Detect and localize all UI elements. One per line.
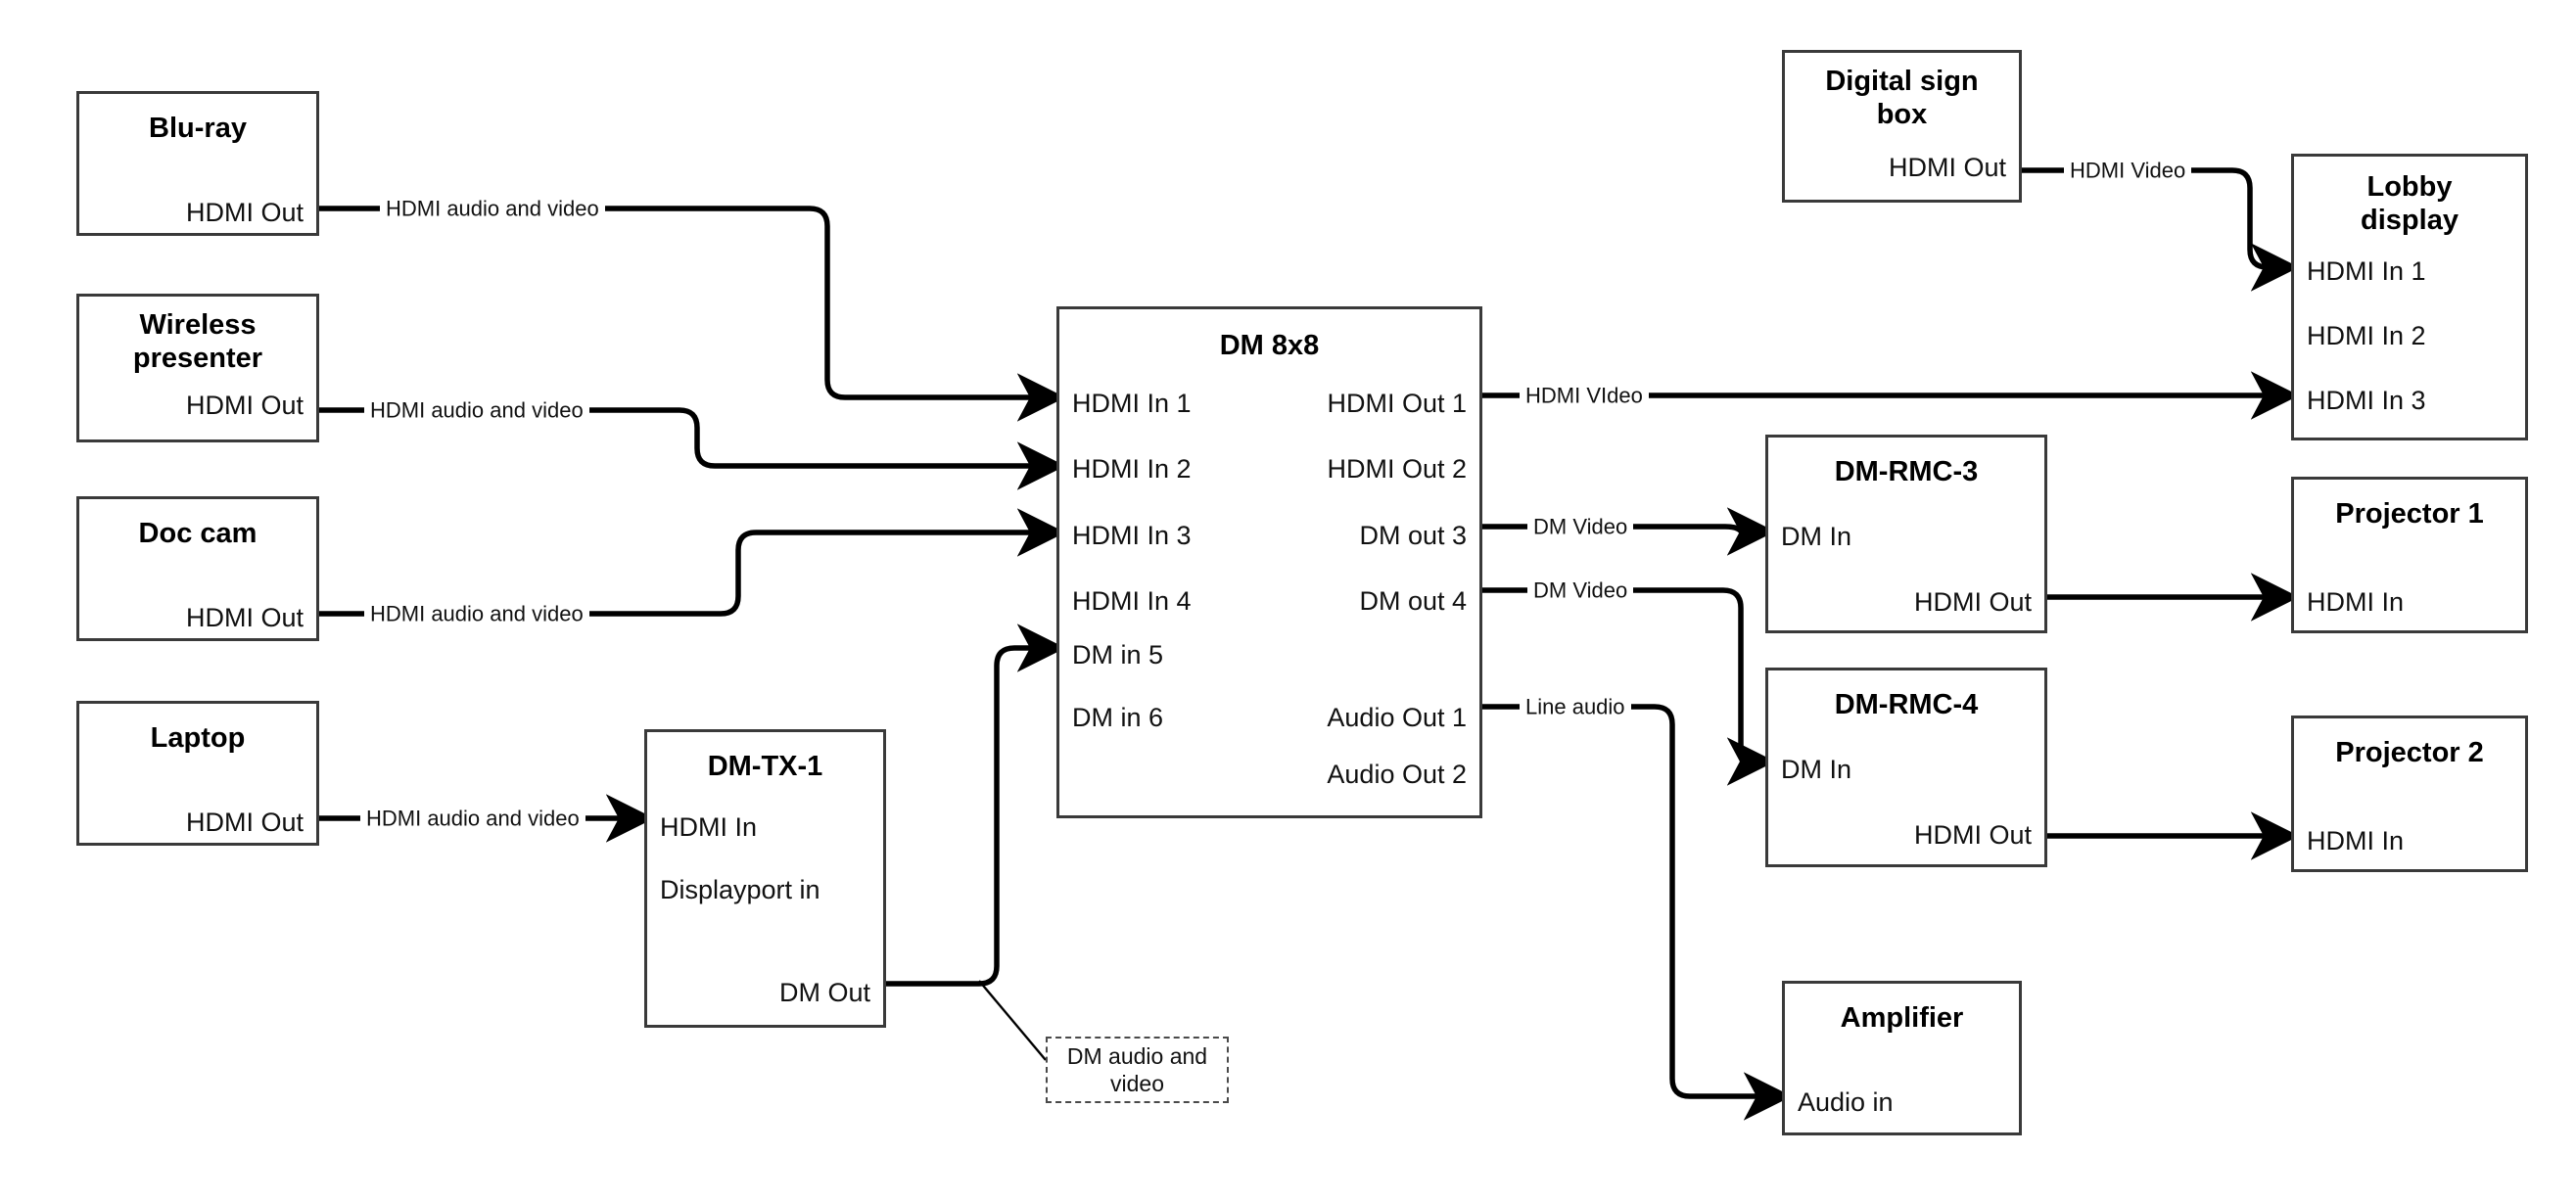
wire-label-wireless: HDMI audio and video xyxy=(364,398,589,422)
node-lobby-display-title: Lobby display xyxy=(2294,170,2525,237)
node-dm-8x8-port-hdmi-in-2: HDMI In 2 xyxy=(1072,454,1192,484)
node-dm-8x8-port-dm-in-6: DM in 6 xyxy=(1072,703,1164,732)
node-dm-tx-1-port-dm-out: DM Out xyxy=(778,978,870,1007)
node-wireless-presenter-title-line2: presenter xyxy=(132,343,263,375)
node-dm-tx-1-port-hdmi-in: HDMI In xyxy=(660,812,758,842)
node-dm-rmc-4-title: DM-RMC-4 xyxy=(1834,689,1979,720)
node-laptop[interactable]: Laptop HDMI Out xyxy=(76,701,319,846)
wire-label-doccam: HDMI audio and video xyxy=(364,602,589,625)
node-doc-cam-title: Doc cam xyxy=(138,518,258,549)
note-dm-audio-and-video: DM audio and video xyxy=(1046,1037,1229,1103)
node-projector-2[interactable]: Projector 2 HDMI In xyxy=(2291,716,2528,872)
node-dm-8x8-port-hdmi-in-4: HDMI In 4 xyxy=(1072,586,1192,616)
wire-dmtx1-to-dm8x8-in5 xyxy=(886,624,1066,987)
node-dm-rmc-4-port-dm-in: DM In xyxy=(1781,755,1852,784)
node-dm-8x8-port-hdmi-in-3: HDMI In 3 xyxy=(1072,521,1192,550)
wire-label-audio-out-1: Line audio xyxy=(1520,695,1631,718)
wire-bluray-to-dm8x8-in1 xyxy=(319,206,1066,422)
wire-label-digital-sign: HDMI Video xyxy=(2064,159,2192,182)
wire-label-dm-out-4: DM Video xyxy=(1527,578,1634,602)
node-dm-8x8-port-hdmi-in-1: HDMI In 1 xyxy=(1072,389,1192,418)
node-dm-8x8-port-audio-out-1: Audio Out 1 xyxy=(1327,703,1467,732)
node-amplifier[interactable]: Amplifier Audio in xyxy=(1782,981,2022,1135)
node-dm-tx-1[interactable]: DM-TX-1 HDMI In Displayport in DM Out xyxy=(644,729,886,1028)
node-digital-sign-box-title-line1: Digital sign xyxy=(1825,66,1979,97)
node-doc-cam-port-hdmi-out: HDMI Out xyxy=(185,603,304,632)
node-bluray[interactable]: Blu-ray HDMI Out xyxy=(76,91,319,236)
node-dm-8x8-port-audio-out-2: Audio Out 2 xyxy=(1327,760,1467,789)
node-dm-8x8-port-dm-out-4: DM out 4 xyxy=(1359,586,1467,616)
wire-dm8x8-out4-to-rmc4 xyxy=(1481,587,1776,786)
node-digital-sign-box[interactable]: Digital sign box HDMI Out xyxy=(1782,50,2022,203)
node-dm-rmc-3-port-hdmi-out: HDMI Out xyxy=(1913,587,2032,617)
node-dm-8x8-title: DM 8x8 xyxy=(1219,330,1320,361)
wire-digitalsign-to-lobby-in1 xyxy=(2021,167,2300,292)
wire-dm8x8-audioout1-to-amplifier xyxy=(1481,704,1793,1121)
node-lobby-display-port-hdmi-in-2: HDMI In 2 xyxy=(2307,321,2426,350)
node-projector-1-title: Projector 1 xyxy=(2335,498,2484,530)
node-lobby-display-port-hdmi-in-3: HDMI In 3 xyxy=(2307,386,2426,415)
node-dm-8x8[interactable]: DM 8x8 HDMI In 1 HDMI In 2 HDMI In 3 HDM… xyxy=(1056,306,1482,818)
node-dm-8x8-port-dm-out-3: DM out 3 xyxy=(1359,521,1467,550)
node-dm-8x8-port-hdmi-out-2: HDMI Out 2 xyxy=(1327,454,1467,484)
wire-label-hdmi-out-1: HDMI VIdeo xyxy=(1520,384,1649,407)
node-digital-sign-box-title-line2: box xyxy=(1876,99,1928,131)
node-laptop-title: Laptop xyxy=(150,722,246,754)
wire-label-bluray: HDMI audio and video xyxy=(380,197,605,220)
node-digital-sign-box-title: Digital sign box xyxy=(1785,65,2019,131)
node-bluray-title: Blu-ray xyxy=(149,113,247,144)
node-wireless-presenter-title-line1: Wireless xyxy=(139,309,257,341)
node-dm-rmc-3-title: DM-RMC-3 xyxy=(1834,456,1979,487)
node-wireless-presenter-title: Wireless presenter xyxy=(79,308,316,375)
leader-line-dm-audio-video xyxy=(978,980,1047,1061)
node-dm-tx-1-port-displayport-in: Displayport in xyxy=(660,875,820,904)
node-amplifier-title: Amplifier xyxy=(1840,1002,1964,1034)
node-lobby-display-title-line2: display xyxy=(2361,205,2459,237)
node-lobby-display-port-hdmi-in-1: HDMI In 1 xyxy=(2307,256,2426,286)
node-projector-1-port-hdmi-in: HDMI In xyxy=(2307,587,2405,617)
node-laptop-port-hdmi-out: HDMI Out xyxy=(185,808,304,837)
node-wireless-presenter[interactable]: Wireless presenter HDMI Out xyxy=(76,294,319,442)
node-lobby-display[interactable]: Lobby display HDMI In 1 HDMI In 2 HDMI I… xyxy=(2291,154,2528,440)
node-lobby-display-title-line1: Lobby xyxy=(2366,171,2453,203)
node-projector-1[interactable]: Projector 1 HDMI In xyxy=(2291,477,2528,633)
node-projector-2-title: Projector 2 xyxy=(2335,737,2484,768)
node-bluray-port-hdmi-out: HDMI Out xyxy=(185,198,304,227)
node-dm-tx-1-title: DM-TX-1 xyxy=(707,751,823,782)
node-dm-8x8-port-hdmi-out-1: HDMI Out 1 xyxy=(1327,389,1467,418)
node-amplifier-port-audio-in: Audio in xyxy=(1798,1087,1894,1117)
node-doc-cam[interactable]: Doc cam HDMI Out xyxy=(76,496,319,641)
wire-label-laptop: HDMI audio and video xyxy=(360,807,585,830)
node-wireless-presenter-port-hdmi-out: HDMI Out xyxy=(185,391,304,420)
node-dm-rmc-4-port-hdmi-out: HDMI Out xyxy=(1913,820,2032,850)
node-dm-rmc-3-port-dm-in: DM In xyxy=(1781,522,1852,551)
node-projector-2-port-hdmi-in: HDMI In xyxy=(2307,826,2405,855)
node-dm-rmc-3[interactable]: DM-RMC-3 DM In HDMI Out xyxy=(1765,435,2047,633)
node-digital-sign-box-port-hdmi-out: HDMI Out xyxy=(1888,153,2006,182)
wire-label-dm-out-3: DM Video xyxy=(1527,515,1634,538)
node-dm-rmc-4[interactable]: DM-RMC-4 DM In HDMI Out xyxy=(1765,668,2047,867)
node-dm-8x8-port-dm-in-5: DM in 5 xyxy=(1072,640,1164,670)
